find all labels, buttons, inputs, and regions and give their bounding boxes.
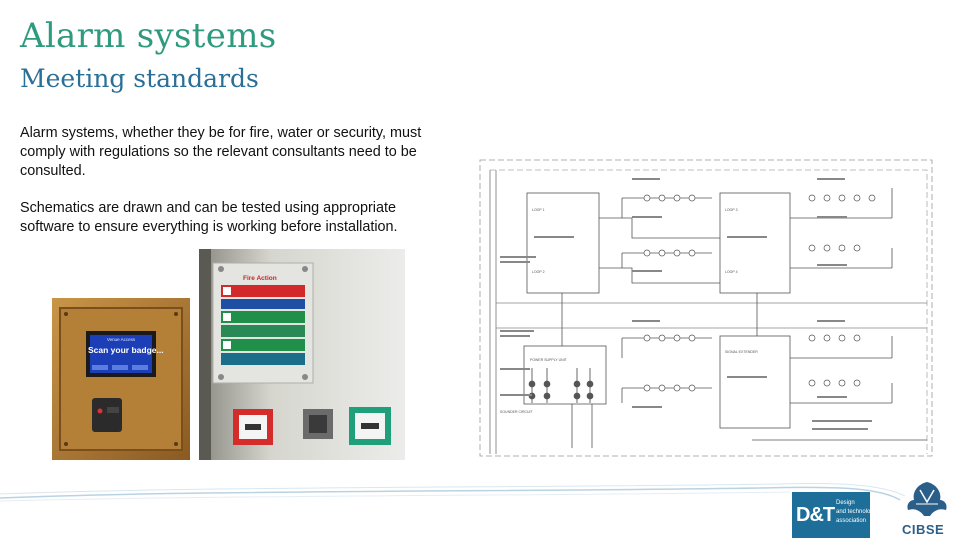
fire-action-sign-title: Fire Action — [243, 275, 277, 282]
cibse-logo-text: CIBSE — [902, 522, 945, 537]
cibse-crest-icon — [907, 482, 947, 516]
schematic-label-sounder: SOUNDER CIRCUIT — [500, 410, 533, 414]
footer-wave — [0, 483, 906, 502]
dt-logo-tagline-1: Design — [836, 500, 855, 506]
schematic-paragraph: Schematics are drawn and can be tested u… — [20, 200, 398, 235]
dt-logo-tagline-3: association — [836, 518, 867, 524]
schematic-label-psu: POWER SUPPLY UNIT — [530, 358, 567, 362]
slide-subtitle: Meeting standards — [20, 64, 259, 93]
dt-association-logo: D&T Design and technology association — [792, 492, 877, 538]
intro-paragraph: Alarm systems, whether they be for fire,… — [20, 125, 422, 179]
schematic-label-extender: SIGNAL EXTENDER — [725, 350, 758, 354]
badge-screen-header: Venue Access — [106, 337, 136, 342]
schematic-label-loop-1: LOOP 1 — [532, 208, 545, 212]
schematic-label-loop-4: LOOP 4 — [725, 270, 738, 274]
slide-title: Alarm systems — [20, 16, 277, 56]
schematic-label-loop-3: LOOP 3 — [725, 208, 738, 212]
fire-action-photo: Fire Action — [199, 249, 405, 460]
cibse-logo: CIBSE — [898, 478, 956, 538]
fire-alarm-schematic: LOOP 1 LOOP 2 LOOP 3 LOOP 4 SIGNAL EXTEN… — [472, 158, 942, 458]
schematic-label-loop-2: LOOP 2 — [532, 270, 545, 274]
badge-screen-text: Scan your badge... — [88, 345, 164, 355]
badge-reader-photo: Venue Access Scan your badge... — [52, 298, 190, 460]
dt-logo-tagline-2: and technology — [836, 509, 877, 515]
dt-logo-letters: D&T — [796, 504, 835, 526]
